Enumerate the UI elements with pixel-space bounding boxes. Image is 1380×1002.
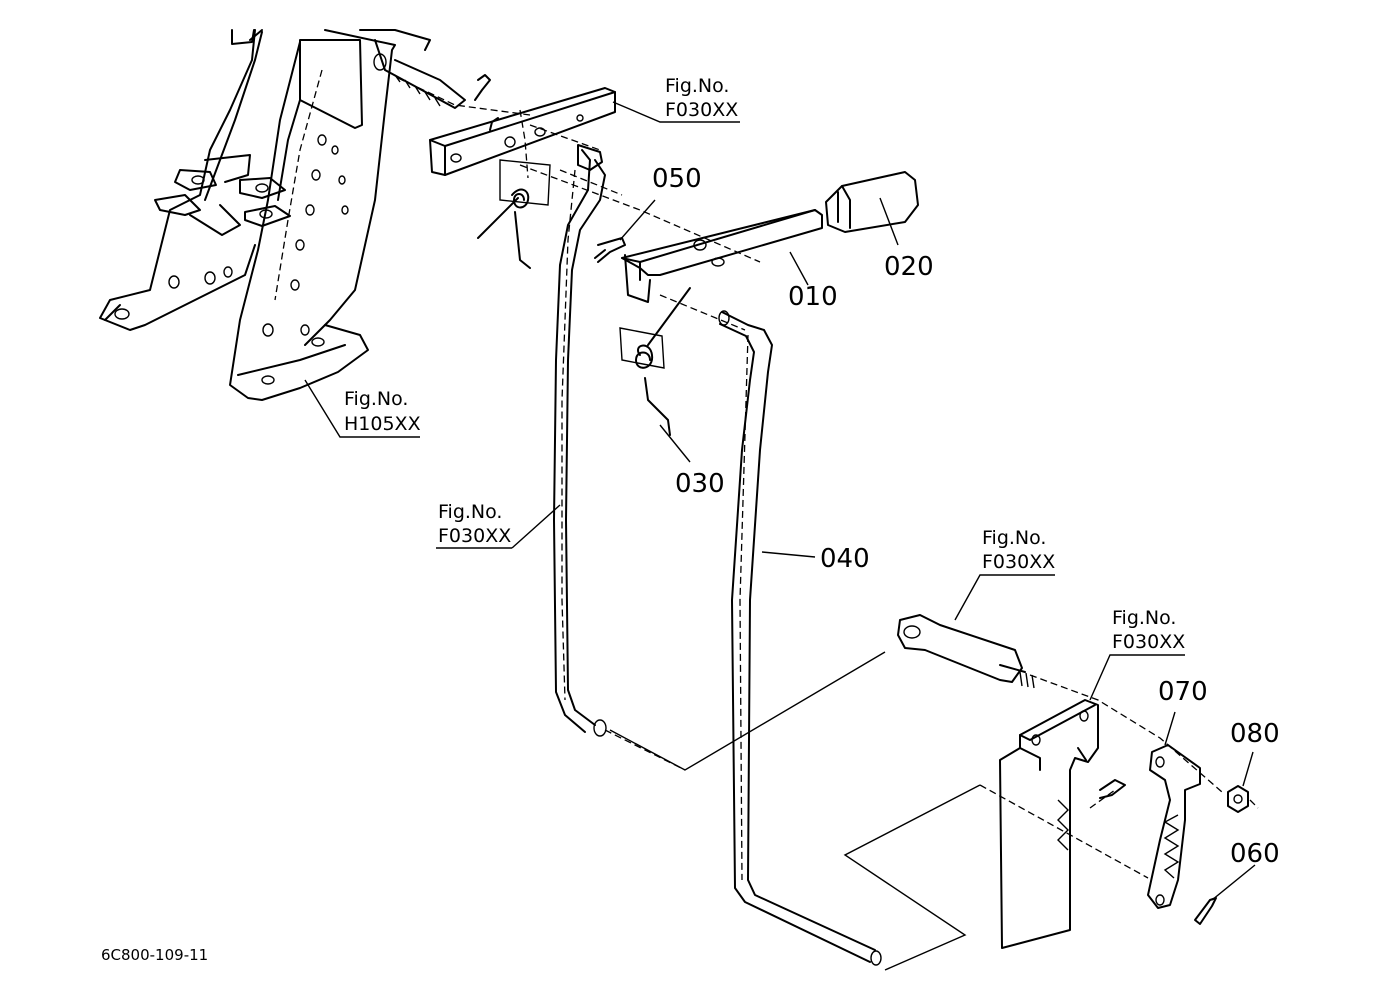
fig-ref-left-code: F030XX (438, 525, 511, 547)
pawl-assembly (1147, 744, 1249, 925)
left-linkage-rod (553, 149, 686, 771)
fig-ref-left-title: Fig.No. (438, 501, 502, 523)
pivot-pin (897, 614, 1035, 689)
lever-assembly (519, 164, 919, 436)
figure-references: Fig.No. F030XX Fig.No. H105XX Fig.No. F0… (344, 75, 1185, 653)
fig-ref-pin-code: F030XX (982, 551, 1055, 573)
fig-ref-pin-title: Fig.No. (982, 527, 1046, 549)
frame-assembly (99, 29, 531, 401)
label-030: 030 (675, 469, 725, 499)
label-010: 010 (788, 282, 838, 312)
label-070: 070 (1158, 677, 1208, 707)
upper-pivot-bracket (429, 87, 616, 269)
fig-ref-top-code: F030XX (665, 99, 738, 121)
label-020: 020 (884, 252, 934, 282)
fig-ref-bracket-title: Fig.No. (1112, 607, 1176, 629)
lower-bracket-plate (999, 699, 1126, 949)
rod-040 (718, 310, 882, 966)
leader-lines (304, 101, 1256, 901)
label-060: 060 (1230, 839, 1280, 869)
label-040: 040 (820, 544, 870, 574)
fig-ref-top-title: Fig.No. (665, 75, 729, 97)
drawing-code: 6C800-109-11 (101, 946, 208, 964)
part-labels: 050 010 020 030 040 070 080 060 (652, 164, 1280, 869)
label-050: 050 (652, 164, 702, 194)
fig-ref-h105-title: Fig.No. (344, 388, 408, 410)
fig-ref-bracket-code: F030XX (1112, 631, 1185, 653)
center-lines (529, 124, 1259, 879)
fig-ref-h105-code: H105XX (344, 413, 421, 435)
assembly-guide-lines (609, 651, 981, 971)
label-080: 080 (1230, 719, 1280, 749)
